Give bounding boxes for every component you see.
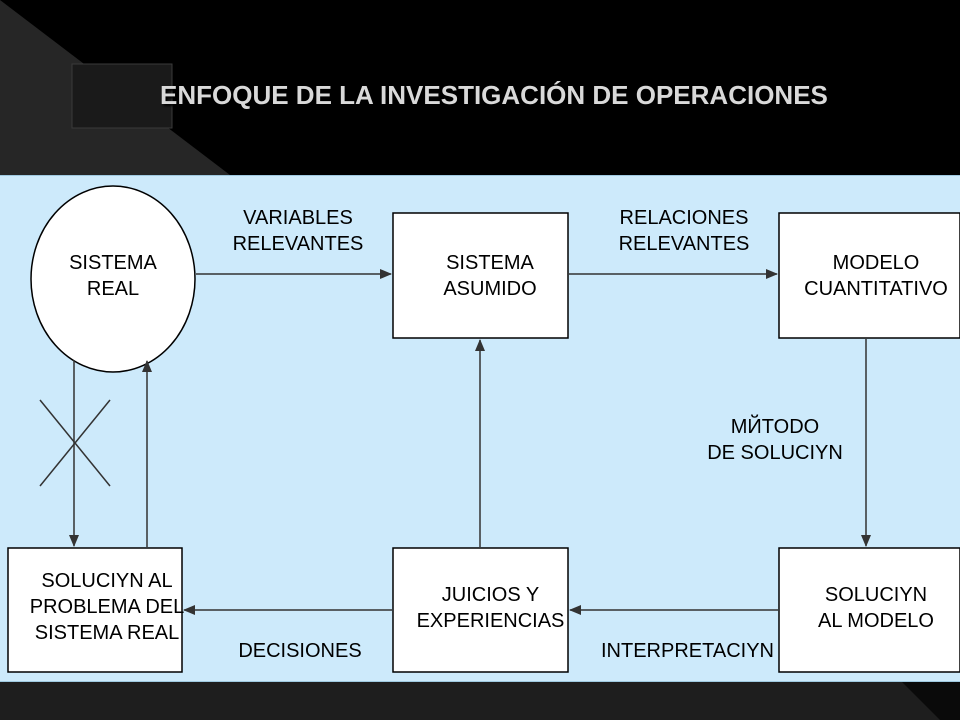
real-solution-label: SOLUCIYN AL PROBLEMA DEL SISTEMA REAL [29, 570, 185, 644]
real-solution-node [7, 547, 183, 673]
judgments-label: JUICIOS Y EXPERIENCIAS [416, 584, 565, 632]
relevant-relations-label: RELACIONES RELEVANTES [618, 207, 750, 255]
model-solution-label: SOLUCIYN AL MODELO [818, 584, 934, 632]
quant-model-label: MODELO CUANTITATIVO [804, 252, 948, 300]
solution-method-label: MЙTODO DE SOLUCIYN [707, 416, 843, 464]
slide-title: ENFOQUE DE LA INVESTIGACIÓN DE OPERACION… [160, 80, 828, 110]
blocked-path-cross-icon [39, 399, 111, 487]
assumed-system-label: SISTEMA ASUMIDO [443, 252, 537, 300]
judgments-node [392, 547, 569, 673]
decisions-label: DECISIONES [238, 640, 362, 662]
assumed-system-node [392, 212, 569, 339]
relevant-variables-label: VARIABLES RELEVANTES [232, 207, 364, 255]
quant-model-node [778, 212, 960, 339]
real-system-label: SISTEMA REAL [69, 252, 157, 300]
model-solution-node [778, 547, 960, 673]
decorative-box [71, 63, 173, 129]
real-system-node [30, 185, 196, 373]
interpretation-label: INTERPRETACIYN [601, 640, 774, 662]
